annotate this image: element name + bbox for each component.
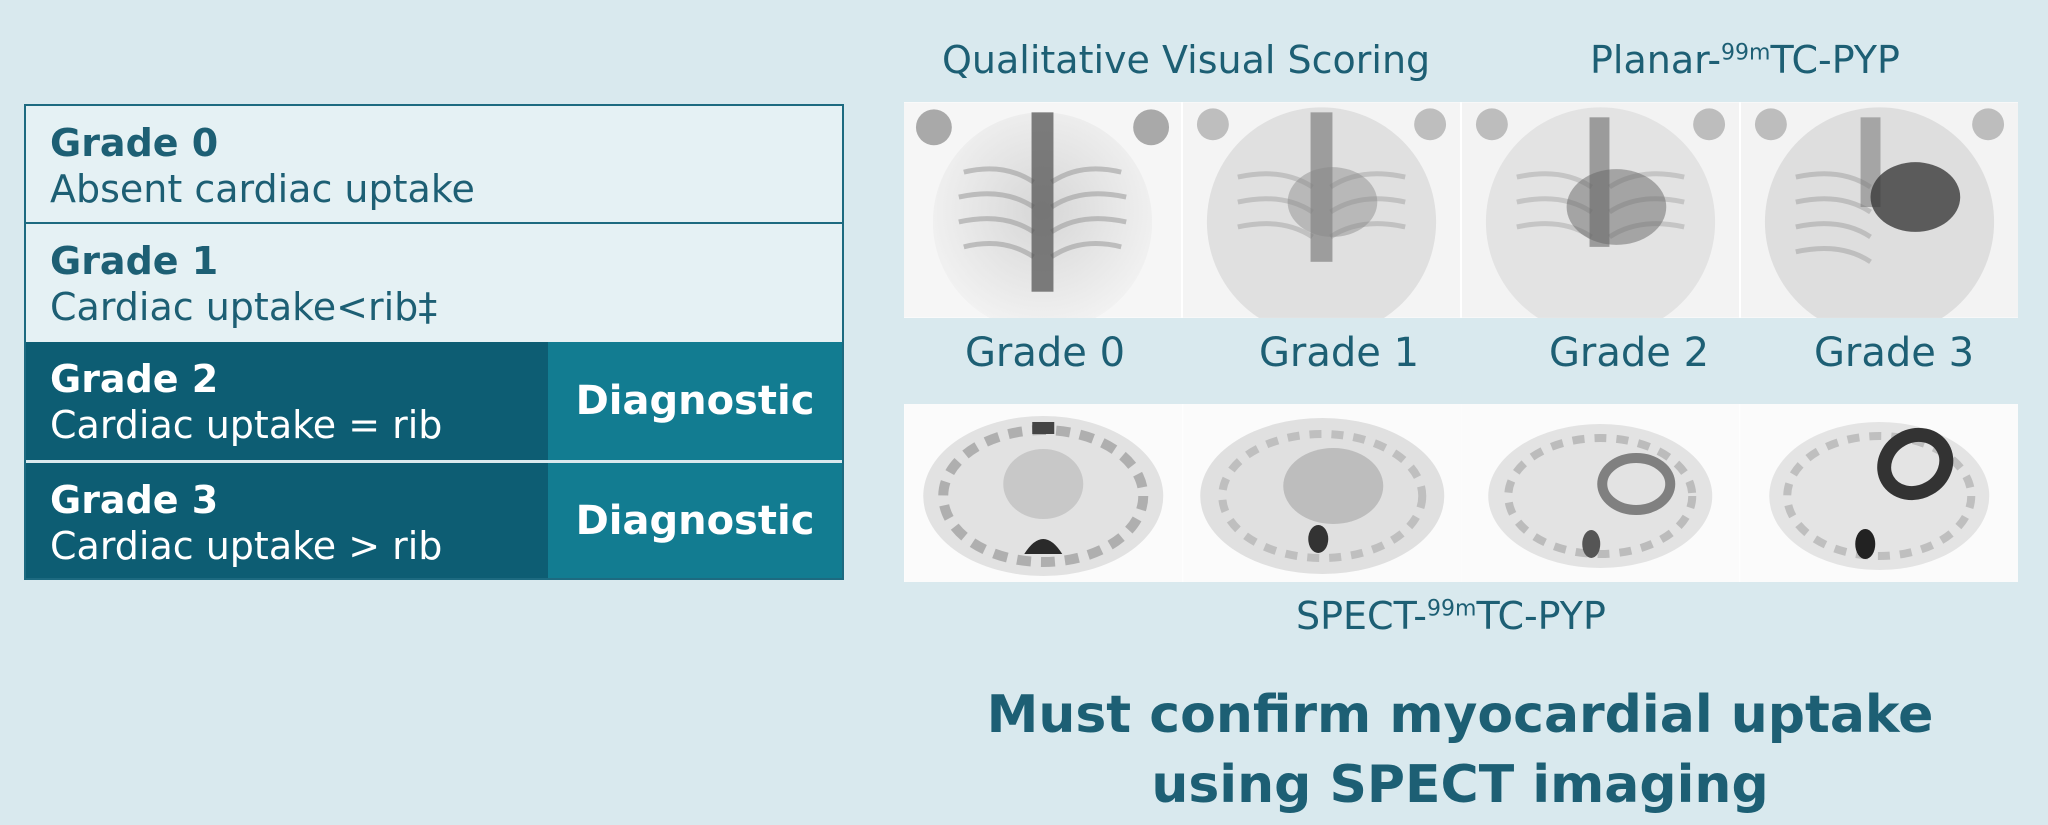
spect-scan-grade-1: [1182, 404, 1461, 582]
conclusion-text: Must confirm myocardial uptake using SPE…: [930, 680, 1990, 820]
image-grade-label: Grade 0: [964, 330, 1126, 376]
grade-row-main: Grade 1 Cardiac uptake<rib‡: [26, 224, 842, 342]
planar-caption-sup: 99m: [1721, 40, 1771, 66]
spect-image-grade-3: [1739, 404, 2019, 582]
conclusion-line-2: using SPECT imaging: [1151, 755, 1769, 815]
grade-row-0: Grade 0 Absent cardiac uptake: [26, 106, 842, 224]
grade-description: Cardiac uptake<rib‡: [50, 285, 438, 329]
planar-image-grade-2: [1462, 102, 1741, 318]
grade-table: Grade 0 Absent cardiac uptake Grade 1 Ca…: [24, 104, 844, 580]
image-grade-label: Grade 3: [1813, 330, 1975, 376]
image-grade-label: Grade 1: [1258, 330, 1420, 376]
planar-scan-grade-0: [904, 102, 1181, 318]
grade-description: Cardiac uptake > rib: [50, 524, 443, 568]
spect-image-grade-0: [904, 404, 1183, 582]
spect-caption-sup: 99m: [1427, 596, 1477, 622]
grade-title: Grade 1: [50, 239, 219, 283]
grade-row-3: Grade 3 Cardiac uptake > rib Diagnostic: [26, 460, 842, 578]
qualitative-visual-scoring-caption: Qualitative Visual Scoring: [942, 38, 1431, 82]
planar-caption-suffix: TC-PYP: [1770, 38, 1900, 82]
grade-row-main: Grade 2 Cardiac uptake = rib: [26, 342, 548, 460]
grade-row-main: Grade 0 Absent cardiac uptake: [26, 106, 842, 222]
conclusion-line-1: Must confirm myocardial uptake: [986, 685, 1934, 745]
planar-scan-grade-2: [1462, 102, 1739, 318]
planar-scan-grade-1: [1183, 102, 1460, 318]
grade-title: Grade 3: [50, 478, 219, 522]
spect-scan-grade-0: [904, 404, 1183, 582]
spect-caption-suffix: TC-PYP: [1476, 594, 1606, 638]
spect-image-strip: [904, 404, 2018, 582]
planar-image-grade-0: [904, 102, 1183, 318]
grade-description: Cardiac uptake = rib: [50, 403, 443, 447]
planar-caption: Planar-99mTC-PYP: [1590, 38, 1900, 82]
spect-image-grade-2: [1461, 404, 1740, 582]
grade-description: Absent cardiac uptake: [50, 167, 475, 211]
image-grade-label: Grade 2: [1548, 330, 1710, 376]
spect-scan-grade-3: [1739, 404, 2018, 582]
spect-caption: SPECT-99mTC-PYP: [1296, 594, 1606, 638]
diagnostic-badge: Diagnostic: [548, 342, 842, 460]
grade-title: Grade 2: [50, 357, 219, 401]
planar-image-grade-1: [1183, 102, 1462, 318]
grade-title: Grade 0: [50, 121, 219, 165]
spect-scan-grade-2: [1461, 404, 1740, 582]
planar-image-grade-3: [1741, 102, 2018, 318]
spect-caption-prefix: SPECT-: [1296, 594, 1428, 638]
planar-scan-grade-3: [1741, 102, 2018, 318]
diagnostic-badge: Diagnostic: [548, 463, 842, 578]
planar-caption-prefix: Planar-: [1590, 38, 1722, 82]
planar-image-strip: [904, 102, 2018, 318]
grade-row-2: Grade 2 Cardiac uptake = rib Diagnostic: [26, 342, 842, 460]
grade-row-main: Grade 3 Cardiac uptake > rib: [26, 463, 548, 578]
grade-row-1: Grade 1 Cardiac uptake<rib‡: [26, 224, 842, 342]
spect-image-grade-1: [1182, 404, 1462, 582]
